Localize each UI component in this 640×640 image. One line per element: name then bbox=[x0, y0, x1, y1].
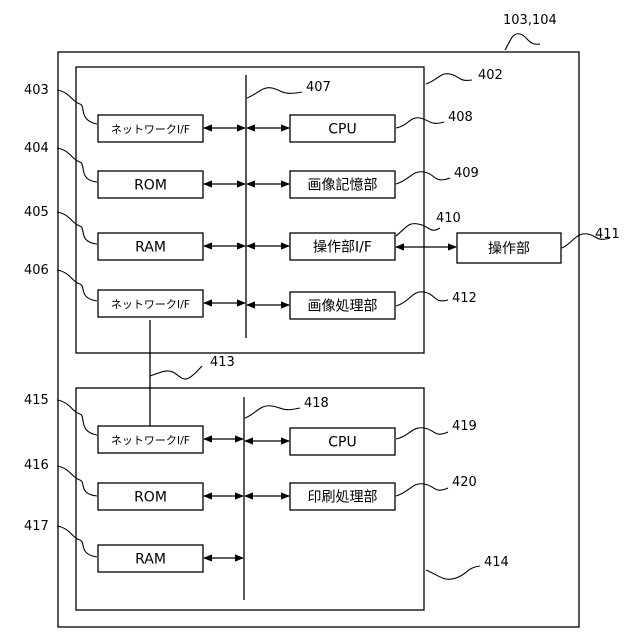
leader-415 bbox=[57, 400, 97, 435]
ref-415: 415 bbox=[24, 393, 49, 408]
leader-402 bbox=[426, 74, 472, 84]
ref-417: 417 bbox=[24, 519, 49, 534]
leader-405 bbox=[57, 212, 97, 244]
ref-409: 409 bbox=[454, 166, 479, 181]
ref-406: 406 bbox=[24, 263, 49, 278]
ref-408: 408 bbox=[448, 110, 473, 125]
leader-403 bbox=[57, 90, 97, 124]
network-if-label-b: ネットワークI/F bbox=[111, 298, 190, 311]
ref-404: 404 bbox=[24, 141, 49, 156]
leader-419 bbox=[396, 428, 448, 439]
leader-407 bbox=[247, 88, 302, 98]
leader-412 bbox=[396, 292, 448, 306]
leader-414 bbox=[426, 566, 480, 579]
ref-419: 419 bbox=[452, 419, 477, 434]
rom-label-b: ROM bbox=[134, 490, 167, 506]
ref-411: 411 bbox=[595, 227, 620, 242]
leader-404 bbox=[57, 148, 97, 182]
ref-407: 407 bbox=[306, 80, 331, 95]
ref-103-104: 103,104 bbox=[503, 13, 557, 28]
ref-405: 405 bbox=[24, 205, 49, 220]
leader-417 bbox=[57, 526, 97, 557]
leader-413 bbox=[150, 366, 202, 379]
cpu-label-b: CPU bbox=[328, 435, 356, 451]
print-processing-label: 印刷処理部 bbox=[308, 490, 378, 506]
ref-412: 412 bbox=[452, 291, 477, 306]
ram-label-b: RAM bbox=[135, 552, 166, 568]
ref-410: 410 bbox=[436, 211, 461, 226]
leader-406 bbox=[57, 270, 97, 301]
network-if-label-c: ネットワークI/F bbox=[111, 434, 190, 447]
leader-416 bbox=[57, 466, 97, 496]
image-storage-label: 画像記憶部 bbox=[308, 177, 378, 194]
leader-410 bbox=[396, 224, 440, 236]
ref-418: 418 bbox=[304, 396, 329, 411]
ref-413: 413 bbox=[210, 355, 235, 370]
ram-label-a: RAM bbox=[135, 240, 166, 256]
rom-label-a: ROM bbox=[134, 178, 167, 194]
ref-414: 414 bbox=[484, 555, 509, 570]
leader-420 bbox=[396, 484, 448, 496]
leader-408 bbox=[396, 118, 444, 128]
network-if-label-a: ネットワークI/F bbox=[111, 123, 190, 136]
operation-panel-label: 操作部 bbox=[488, 241, 530, 257]
ref-403: 403 bbox=[24, 83, 49, 98]
leader-418 bbox=[245, 406, 300, 418]
operation-if-label: 操作部I/F bbox=[313, 240, 372, 256]
image-processing-label: 画像処理部 bbox=[308, 299, 378, 315]
ref-402: 402 bbox=[478, 68, 503, 83]
cpu-label-a: CPU bbox=[328, 122, 356, 138]
ref-420: 420 bbox=[452, 475, 477, 490]
leader-409 bbox=[396, 172, 450, 184]
ref-416: 416 bbox=[24, 458, 49, 473]
leader-103-104 bbox=[505, 34, 540, 50]
